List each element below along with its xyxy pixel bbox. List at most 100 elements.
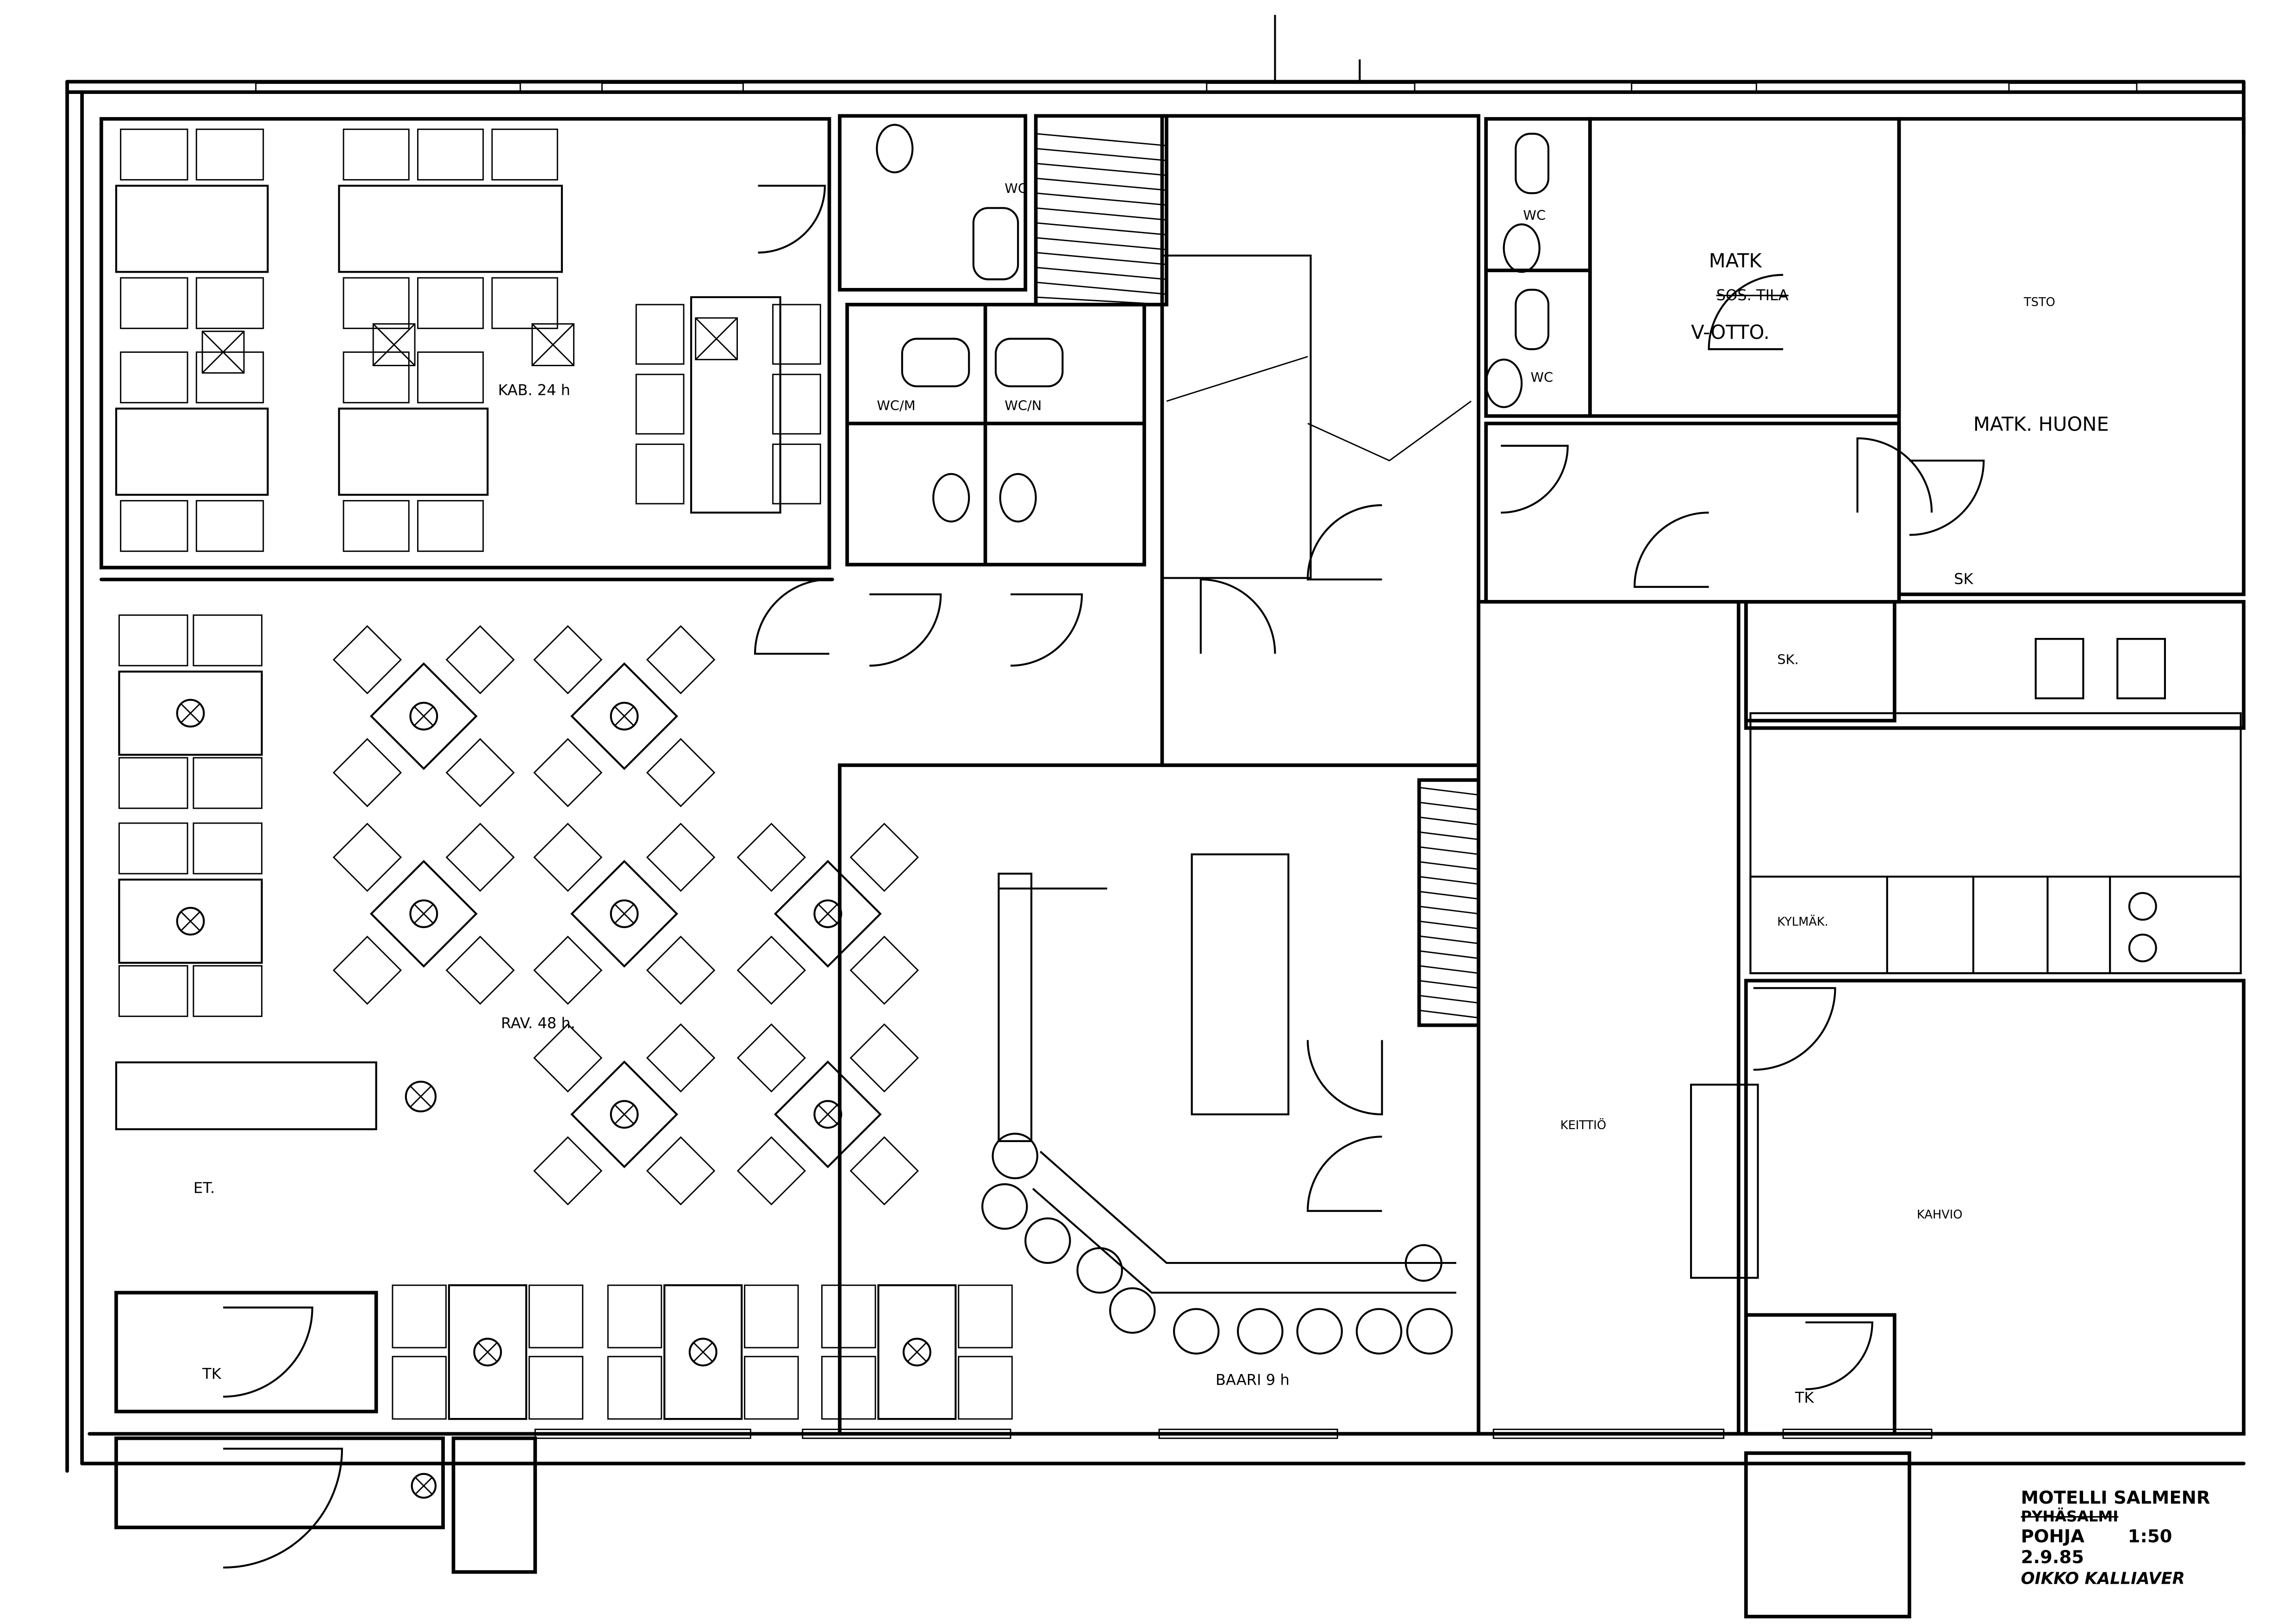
chair: [849, 1023, 919, 1093]
chair: [533, 936, 603, 1005]
bar-stool: [992, 1132, 1038, 1180]
title-sheet: POHJA: [2021, 1526, 2084, 1547]
lamp-icon: [695, 317, 738, 361]
chair: [343, 351, 410, 404]
tk-right-exit: [1744, 1451, 1911, 1618]
dining-table: [115, 185, 269, 273]
room-label-wc-right-2: WC: [1530, 369, 1553, 385]
door-swing: [754, 578, 830, 655]
chair: [821, 1284, 876, 1349]
hatch: [1036, 133, 1167, 146]
sink: [2034, 638, 2084, 700]
chair: [332, 625, 402, 694]
dining-table: [115, 407, 269, 496]
door-swing: [758, 185, 826, 254]
lamp-icon: [181, 911, 200, 931]
chair: [533, 1136, 603, 1206]
chair: [849, 1136, 919, 1206]
dining-table: [877, 1284, 957, 1420]
furniture: [115, 124, 2157, 1499]
lamp-icon: [409, 702, 438, 731]
bar-stool: [1296, 1308, 1343, 1355]
room-label-office: TSTO: [2023, 295, 2055, 309]
dining-table: [570, 1060, 679, 1168]
chair: [607, 1355, 662, 1420]
chair: [417, 500, 484, 552]
chair: [120, 277, 188, 329]
walls: [65, 15, 2246, 1618]
lamp-icon: [614, 904, 634, 924]
lamp-icon: [372, 323, 416, 366]
chair: [491, 128, 558, 181]
dining-table: [118, 878, 263, 964]
title-date: 2.9.85: [2021, 1547, 2084, 1568]
lamp-icon: [176, 699, 205, 728]
hatch: [1036, 267, 1167, 280]
toilet-icon: [994, 337, 1064, 387]
chair: [533, 1023, 603, 1093]
room-label-wc-right-1: WC: [1523, 207, 1546, 223]
cafe-counter: [1690, 1083, 1759, 1279]
hatch: [1419, 994, 1479, 1004]
chair: [533, 625, 603, 694]
room-label-cabinet: KAB. 24 h: [498, 381, 570, 399]
chair: [646, 1136, 716, 1206]
chair: [392, 1284, 447, 1349]
bar-shaft: [1417, 778, 1480, 1027]
chair: [118, 822, 188, 874]
hatch: [1419, 1010, 1479, 1018]
chair: [417, 277, 484, 329]
door-swing: [1708, 274, 1784, 350]
hatch: [1036, 252, 1167, 265]
hatch: [1419, 846, 1479, 855]
lamp-icon: [614, 1104, 634, 1124]
dining-table: [338, 185, 563, 273]
counter: [1749, 875, 2242, 974]
stove-burner: [2128, 892, 2157, 921]
lamp-icon: [610, 899, 639, 928]
door-swing: [1306, 1136, 1382, 1212]
chair: [772, 443, 821, 505]
hatch: [1419, 920, 1479, 930]
dining-table: [118, 670, 263, 756]
lamp-icon: [405, 1081, 437, 1112]
washbasin-icon: [1485, 358, 1523, 408]
hatch: [1419, 891, 1479, 900]
room-label-entrance: ET.: [193, 1179, 215, 1197]
window: [255, 82, 521, 93]
hatch: [1036, 148, 1167, 162]
lamp-icon: [181, 703, 200, 723]
chair: [528, 1355, 584, 1420]
chair: [772, 304, 821, 365]
hatch: [1419, 831, 1479, 840]
washbasin-icon: [876, 124, 914, 174]
hatch: [1419, 816, 1479, 825]
hatch: [1036, 162, 1167, 176]
chair: [646, 625, 716, 694]
chair: [646, 823, 716, 892]
lamp-icon: [610, 1100, 639, 1129]
hatch: [1419, 906, 1479, 915]
washbasin-icon: [999, 473, 1037, 523]
lamp-icon: [688, 1337, 718, 1367]
dining-table: [369, 860, 478, 968]
chair: [195, 351, 264, 404]
chair: [821, 1355, 876, 1420]
chair: [607, 1284, 662, 1349]
door-swing: [1909, 459, 1985, 536]
chair: [343, 500, 410, 552]
cleaning-wall: [1744, 600, 2246, 730]
door-swing: [1856, 437, 1933, 513]
chair: [958, 1284, 1013, 1349]
window: [1206, 82, 1416, 93]
chair: [736, 823, 806, 892]
room-label-tk-right: TK: [1795, 1389, 1815, 1406]
dining-table: [570, 860, 679, 968]
chair: [118, 757, 188, 809]
sink: [2116, 638, 2166, 700]
chair: [646, 1023, 716, 1093]
cafe-wall: [1744, 979, 2246, 1436]
hatch: [1419, 861, 1479, 870]
dining-table: [690, 296, 781, 514]
